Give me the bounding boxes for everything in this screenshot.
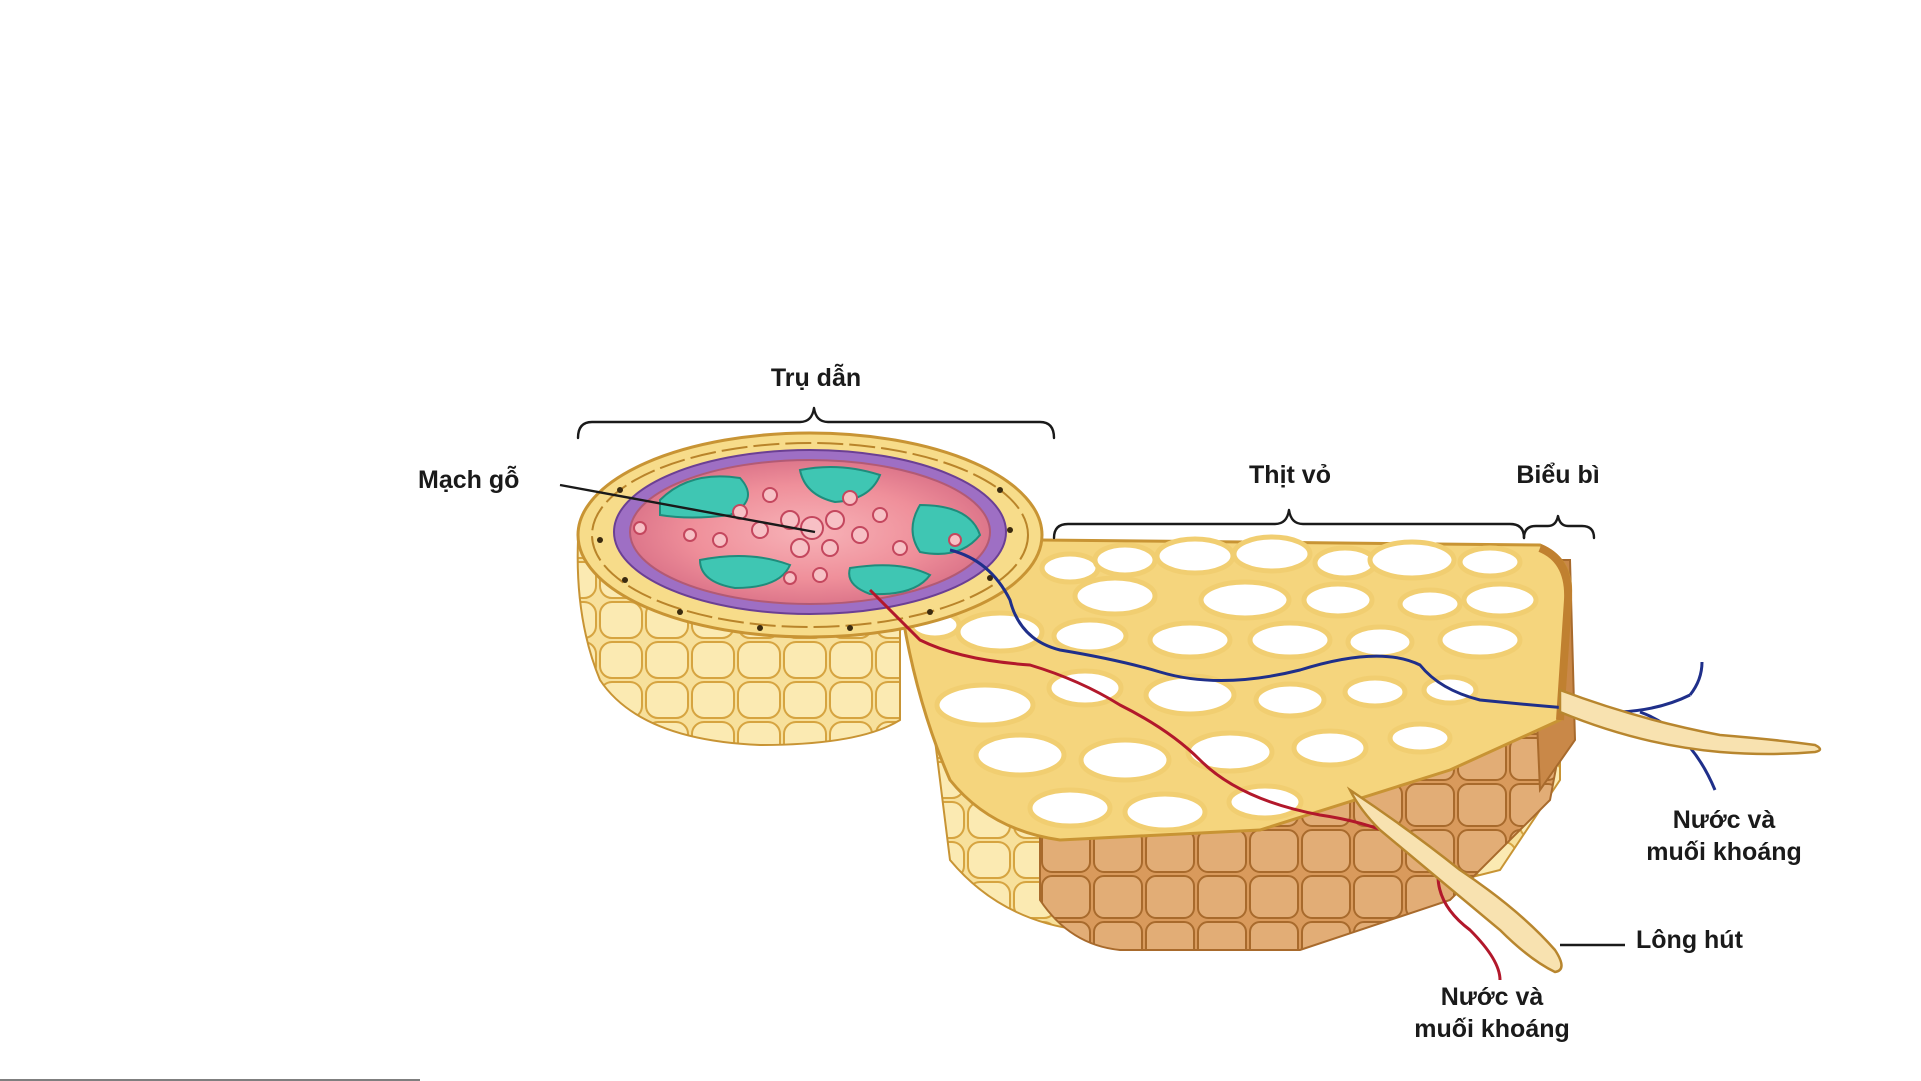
root-hair-upper (1560, 690, 1820, 754)
epidermis-brace (1524, 516, 1594, 538)
label-water-upper-2: muối khoáng (1646, 838, 1802, 866)
label-water-lower-2: muối khoáng (1414, 1015, 1570, 1043)
cortex-brace (1054, 510, 1524, 538)
label-water-lower-1: Nước và (1441, 983, 1544, 1011)
label-water-upper-1: Nước và (1673, 806, 1776, 834)
label-root-hair: Lông hút (1636, 926, 1744, 954)
label-stele: Trụ dẫn (771, 362, 861, 392)
label-xylem: Mạch gỗ (418, 464, 519, 494)
label-cortex: Thịt vỏ (1249, 461, 1331, 489)
stele-disc (578, 433, 1042, 637)
label-epidermis: Biểu bì (1516, 461, 1599, 489)
